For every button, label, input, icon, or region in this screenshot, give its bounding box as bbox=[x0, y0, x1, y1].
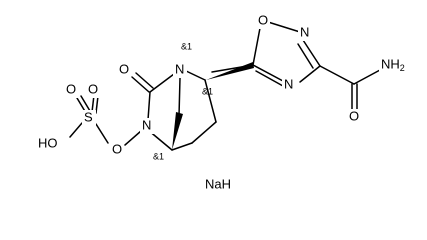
bond-c5ox-o bbox=[252, 27, 261, 66]
atom-hydroxyl: HO bbox=[38, 135, 58, 150]
bond-c4-c5 bbox=[171, 142, 193, 151]
atom-o-oxadiazole: O bbox=[258, 12, 268, 27]
atom-o-sulfonyl-2: O bbox=[88, 81, 98, 96]
counterion-label: NaH bbox=[205, 176, 231, 191]
bond-n1-c2 bbox=[183, 69, 206, 81]
bond-n4-c5ox-a bbox=[252, 64, 284, 82]
bond-n1-bridge bbox=[178, 77, 181, 117]
bond-camide-nh2 bbox=[353, 69, 381, 85]
atom-labels: N N O O S O O HO O N N NH2 O NaH bbox=[36, 12, 409, 191]
bond-s-oh bbox=[69, 122, 83, 138]
stereo-bonds bbox=[172, 62, 254, 150]
bond-c2-c3 bbox=[204, 79, 217, 123]
atom-o-amide: O bbox=[349, 108, 359, 123]
bond-c7-o-double-a bbox=[131, 76, 150, 93]
wedge-bond-c2-oxadiazole bbox=[206, 62, 254, 80]
atom-n-amide: N bbox=[142, 117, 151, 132]
bond-n2-c3ox-b bbox=[297, 43, 314, 69]
wedge-bond-bridgehead bbox=[172, 112, 183, 150]
bond-n6-c7 bbox=[147, 91, 151, 121]
atom-o-n-oxy: O bbox=[112, 141, 122, 156]
bond-s-o-top-b bbox=[80, 95, 91, 112]
stereo-label-c-alpha: &1 bbox=[202, 86, 213, 96]
chemical-structure: N N O O S O O HO O N N NH2 O NaH &1 &1 &… bbox=[36, 12, 409, 192]
bond-c7-n1 bbox=[149, 73, 175, 93]
atom-o-sulfonyl-1: O bbox=[66, 81, 76, 96]
stereo-descriptors: &1 &1 &1 bbox=[153, 41, 213, 161]
atom-n-oxadiazole-2: N bbox=[300, 24, 309, 39]
bond-s-o-top2-b bbox=[95, 95, 99, 114]
bond-c3ox-n4 bbox=[299, 65, 321, 83]
stereo-label-bridgehead: &1 bbox=[153, 151, 164, 161]
atom-n-bridge: N bbox=[175, 61, 184, 76]
atom-o-carbonyl: O bbox=[119, 61, 129, 76]
atom-n-oxadiazole-4: N bbox=[284, 76, 293, 91]
bond-c3ox-camide bbox=[319, 65, 355, 85]
stereo-label-n-bridge: &1 bbox=[181, 41, 192, 51]
bond-n2-c3ox-a bbox=[302, 39, 321, 67]
bond-o-s bbox=[95, 123, 109, 144]
bond-o-n2 bbox=[267, 21, 301, 33]
atom-amine: NH2 bbox=[381, 56, 405, 73]
bonds bbox=[69, 21, 381, 151]
bond-c7-o-double-b bbox=[135, 72, 154, 89]
bond-n6-o bbox=[124, 130, 142, 146]
atom-s: S bbox=[84, 109, 93, 124]
bond-c3-c4 bbox=[191, 121, 217, 144]
bond-n4-c5ox-b bbox=[255, 70, 284, 87]
